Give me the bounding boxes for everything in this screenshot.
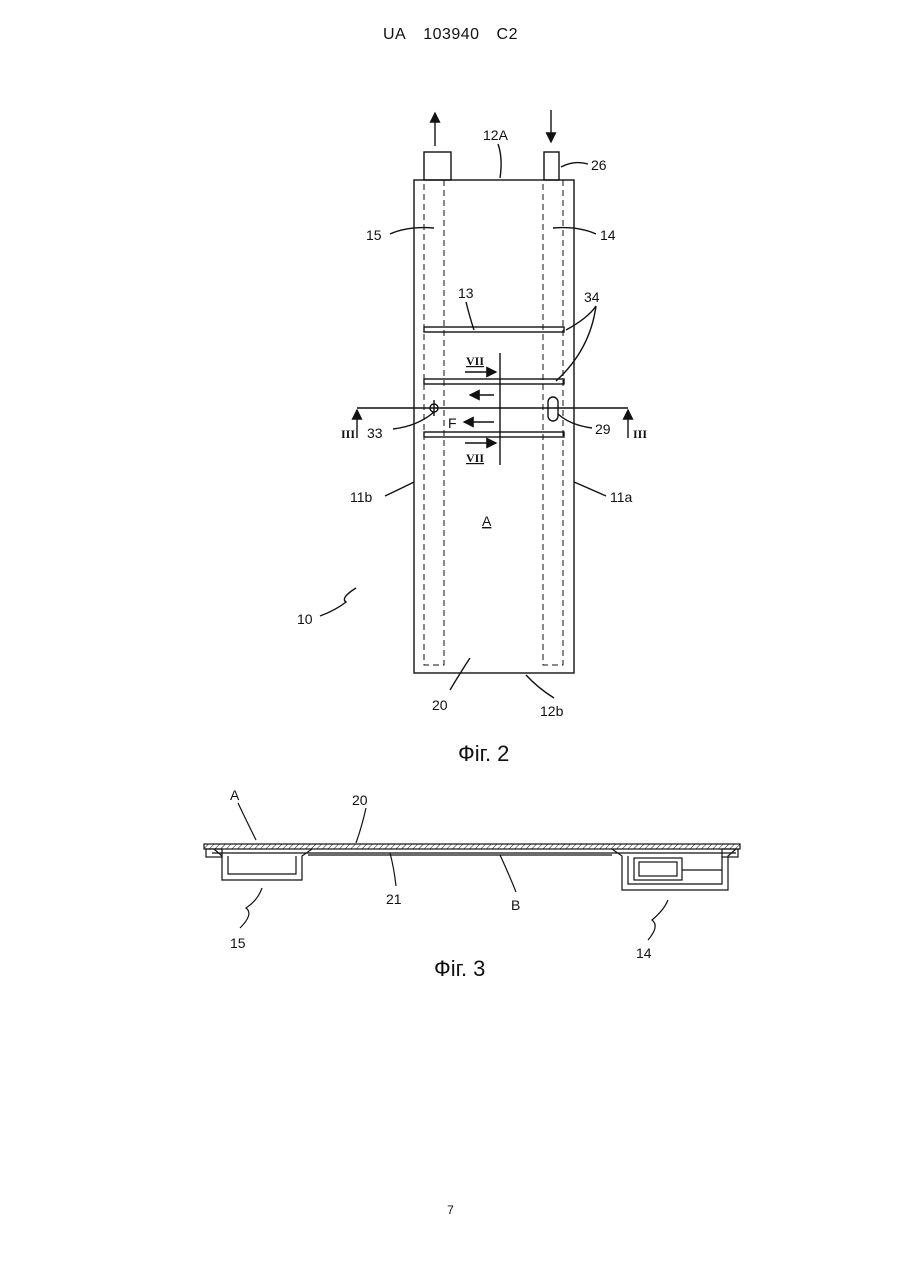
leader-14-fig3 bbox=[648, 900, 668, 940]
label-10: 10 bbox=[297, 611, 313, 627]
leader-12b bbox=[526, 675, 554, 698]
label-11b: 11b bbox=[350, 489, 373, 505]
figure-2-caption: Фіг. 2 bbox=[458, 741, 509, 766]
leader-15 bbox=[390, 228, 434, 234]
label-26: 26 bbox=[591, 157, 607, 173]
label-iii-left: III bbox=[341, 427, 355, 441]
label-b: B bbox=[511, 897, 520, 913]
leader-13 bbox=[466, 302, 474, 330]
label-13: 13 bbox=[458, 285, 474, 301]
leader-11b bbox=[385, 482, 414, 496]
outlet-pipe bbox=[424, 152, 451, 180]
top-plate bbox=[204, 844, 740, 849]
label-f: F bbox=[448, 415, 457, 431]
label-20: 20 bbox=[432, 697, 448, 713]
right-channel-dashed bbox=[543, 180, 563, 665]
label-33: 33 bbox=[367, 425, 383, 441]
label-12a: 12A bbox=[483, 127, 509, 143]
label-15-fig3: 15 bbox=[230, 935, 246, 951]
figure-3 bbox=[204, 803, 740, 940]
leader-12a bbox=[498, 144, 501, 178]
leader-a bbox=[238, 803, 256, 840]
label-a-fig3: A bbox=[230, 787, 240, 803]
leader-20-fig3 bbox=[356, 808, 366, 843]
left-channel-dashed bbox=[424, 180, 444, 665]
left-channel-profile bbox=[214, 849, 312, 880]
left-channel-inner bbox=[228, 856, 296, 874]
label-15: 15 bbox=[366, 227, 382, 243]
leader-20 bbox=[450, 658, 470, 690]
label-21: 21 bbox=[386, 891, 402, 907]
leader-26 bbox=[561, 163, 588, 167]
right-tube-inner bbox=[639, 862, 677, 876]
leader-21 bbox=[390, 853, 396, 886]
leader-34-b bbox=[556, 306, 596, 381]
label-vii-bottom: VII bbox=[466, 451, 484, 465]
leader-b bbox=[500, 855, 516, 892]
label-vii-top: VII bbox=[466, 354, 484, 368]
leader-15-fig3 bbox=[240, 888, 262, 928]
figure-2 bbox=[320, 110, 628, 698]
label-14-fig3: 14 bbox=[636, 945, 652, 961]
leader-10 bbox=[320, 588, 356, 616]
leader-11a bbox=[574, 482, 606, 496]
label-area-a: A bbox=[482, 513, 492, 529]
figure-3-caption: Фіг. 3 bbox=[434, 956, 485, 981]
label-11a: 11a bbox=[610, 489, 633, 505]
page-number: 7 bbox=[0, 1203, 901, 1217]
label-29: 29 bbox=[595, 421, 611, 437]
plate-outline bbox=[414, 180, 574, 673]
label-14: 14 bbox=[600, 227, 616, 243]
label-iii-right: III bbox=[633, 427, 647, 441]
figure-3-labels: A 20 21 B 15 14 Фіг. 3 bbox=[230, 787, 652, 981]
inlet-pipe bbox=[544, 152, 559, 180]
slot bbox=[548, 397, 558, 421]
label-34: 34 bbox=[584, 289, 600, 305]
label-12b: 12b bbox=[540, 703, 564, 719]
label-20-fig3: 20 bbox=[352, 792, 368, 808]
figure-2-labels: 12A 26 15 14 13 34 VII VII III III 33 F … bbox=[297, 127, 647, 766]
right-tube bbox=[634, 858, 682, 880]
